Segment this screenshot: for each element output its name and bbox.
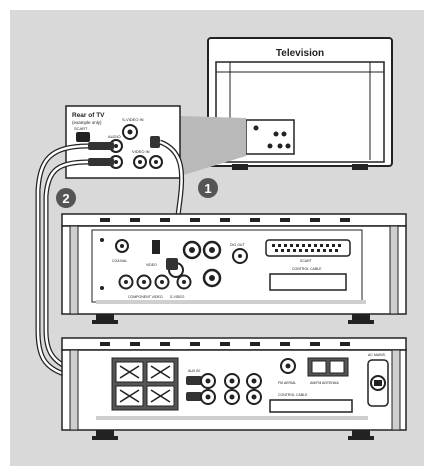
dvd-svideo-label: S-VIDEO	[170, 295, 185, 299]
rear-of-tv-panel: Rear of TV (example only) SCART S-VIDEO …	[65, 105, 181, 179]
step-1-badge: 1	[198, 178, 218, 198]
dvd-unit: COAXIAL VIDEO COMPONENT VIDEO S-VIDEO DI…	[61, 213, 407, 324]
dvd-scart-socket	[265, 239, 351, 257]
main-control-cable-label: CONTROL CABLE	[278, 393, 308, 397]
step-1-label: 1	[204, 181, 211, 196]
am-fm-antenna-label: AM/FM ANTENNA	[310, 381, 339, 385]
aux-plug-l	[186, 376, 202, 385]
audio-plug-r	[88, 158, 114, 166]
step-2-label: 2	[62, 191, 69, 206]
aux-plug-r	[186, 392, 202, 401]
dvd-scart-label: SCART	[300, 259, 313, 263]
dvd-component-label: COMPONENT VIDEO	[128, 295, 163, 299]
dvd-video-socket	[152, 240, 160, 254]
step-2-badge: 2	[56, 188, 76, 208]
fm-aerial-label: FM AERIAL	[278, 381, 296, 385]
dvd-control-cable-port	[269, 273, 347, 291]
tv-connector-panel	[245, 119, 295, 155]
main-top-edge	[61, 337, 407, 351]
rear-audio-label: AUDIO	[108, 134, 121, 139]
dvd-control-cable-label: CONTROL CABLE	[292, 267, 322, 271]
rear-scart-socket	[76, 132, 90, 142]
ac-mains-label: AC MAINS	[368, 353, 386, 357]
main-unit: AUX IN FM AERIAL AM/FM ANTENNA CONTROL C…	[61, 337, 407, 440]
dvd-foot-right	[352, 314, 370, 324]
zoom-beam	[180, 116, 246, 176]
dvd-foot-left	[96, 314, 114, 324]
dvd-coaxial-label: COAXIAL	[112, 259, 127, 263]
audio-plug-l	[88, 142, 114, 150]
rear-scart-label: SCART	[74, 126, 88, 131]
aux-in-label: AUX IN	[188, 369, 200, 373]
rear-panel-title: Rear of TV	[72, 112, 105, 119]
dvd-svideo-plug	[166, 258, 178, 270]
tv-label: Television	[276, 48, 324, 59]
rear-panel-subtitle: (example only)	[72, 120, 102, 125]
rear-video-label: VIDEO IN	[132, 149, 150, 154]
main-foot-left	[96, 430, 114, 440]
dvd-video-label: VIDEO	[146, 263, 157, 267]
main-foot-right	[352, 430, 370, 440]
dvd-top-edge	[61, 213, 407, 227]
main-control-cable-port	[269, 399, 353, 413]
dvd-digout-label: DIG OUT	[230, 243, 245, 247]
rear-svideo-label: S-VIDEO IN	[122, 117, 144, 122]
svideo-plug	[150, 136, 160, 148]
